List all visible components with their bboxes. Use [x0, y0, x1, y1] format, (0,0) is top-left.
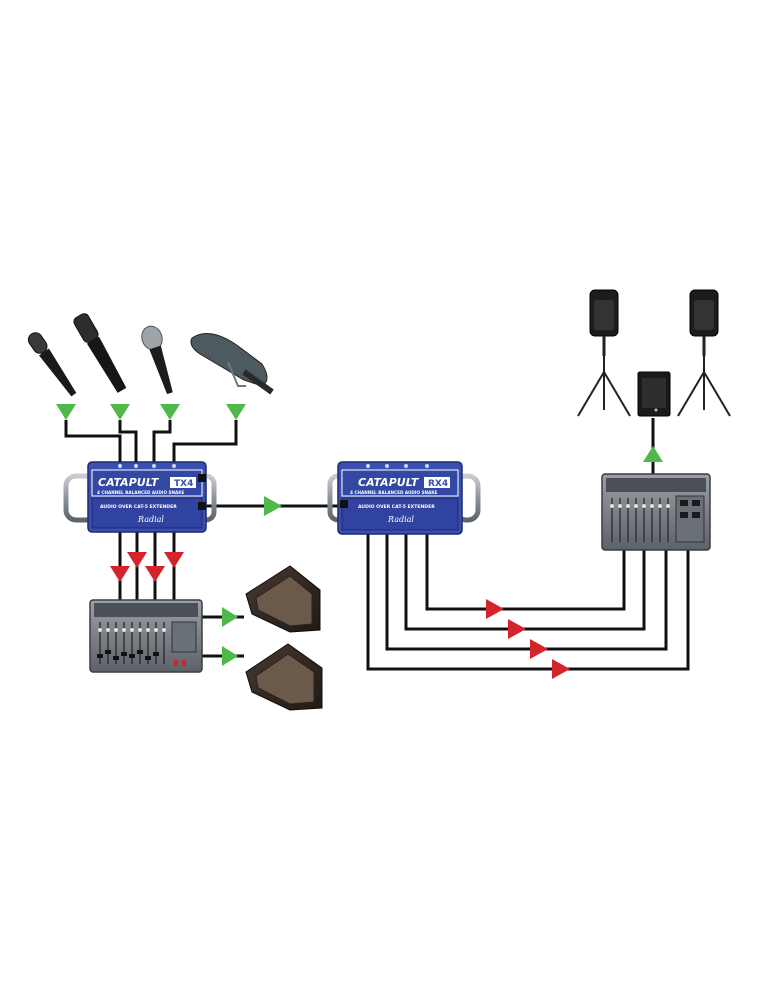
tx-output-arrows — [110, 552, 184, 582]
rx-subtitle: 4 CHANNEL BALANCED AUDIO SNAKE — [350, 490, 437, 495]
rx-model-label: RX4 — [428, 479, 448, 489]
rx-brand-label: CATAPULT — [358, 476, 420, 489]
red-arrow-rx2 — [508, 619, 526, 639]
red-arrow-rx4 — [552, 659, 570, 679]
green-arrow-wedge1 — [222, 607, 238, 627]
rx-out1-cable — [425, 534, 626, 611]
red-arrow-rx1 — [486, 599, 504, 619]
green-arrow-cat5 — [264, 496, 282, 516]
red-arrow-tx4 — [164, 552, 184, 568]
mic2-cable — [118, 420, 138, 462]
microphone-3 — [141, 325, 173, 395]
wedge-feed-arrows — [222, 607, 238, 666]
red-arrow-tx2 — [127, 552, 147, 568]
tx-subtitle: 4 CHANNEL BALANCED AUDIO SNAKE — [97, 490, 184, 495]
microphone-2 — [73, 313, 127, 393]
rx-maker-logo: Radial — [387, 515, 414, 524]
tx-model-label: TX4 — [174, 479, 193, 489]
red-arrow-rx3 — [530, 639, 548, 659]
green-arrow-wedge2 — [222, 646, 238, 666]
pa-speaker-right — [677, 289, 731, 417]
wedge-monitor-1 — [245, 565, 321, 633]
catapult-tx4-unit: CATAPULT TX4 4 CHANNEL BALANCED AUDIO SN… — [63, 461, 217, 533]
microphone-4 — [190, 333, 274, 395]
green-arrow-mic2 — [110, 404, 130, 420]
tx-brand-label: CATAPULT — [98, 476, 160, 489]
rx-out3-cable — [385, 534, 668, 651]
catapult-rx4-unit: CATAPULT RX4 4 CHANNEL BALANCED AUDIO SN… — [327, 461, 481, 535]
red-arrow-tx3 — [145, 566, 165, 582]
rx-panel-text: AUDIO OVER CAT-5 EXTENDER — [358, 504, 435, 510]
mic4-cable — [172, 420, 238, 462]
red-arrow-tx1 — [110, 566, 130, 582]
pa-speaker-left — [577, 289, 631, 417]
mic-input-arrows — [56, 404, 246, 420]
tx-maker-logo: Radial — [137, 515, 164, 524]
green-arrow-mic3 — [160, 404, 180, 420]
rx-output-arrows — [486, 599, 570, 679]
green-arrow-mic1 — [56, 404, 76, 420]
mic1-cable — [64, 420, 122, 462]
microphone-1 — [27, 332, 77, 397]
monitor-mixer — [89, 599, 203, 673]
tx-panel-text: AUDIO OVER CAT-5 EXTENDER — [100, 504, 177, 510]
green-arrow-pa — [643, 446, 663, 462]
subwoofer — [637, 371, 671, 417]
mic3-cable — [152, 420, 172, 462]
rx-out4-cable — [366, 534, 690, 671]
foh-powered-mixer — [601, 473, 711, 551]
green-arrow-mic4 — [226, 404, 246, 420]
wedge-monitor-2 — [245, 643, 323, 711]
